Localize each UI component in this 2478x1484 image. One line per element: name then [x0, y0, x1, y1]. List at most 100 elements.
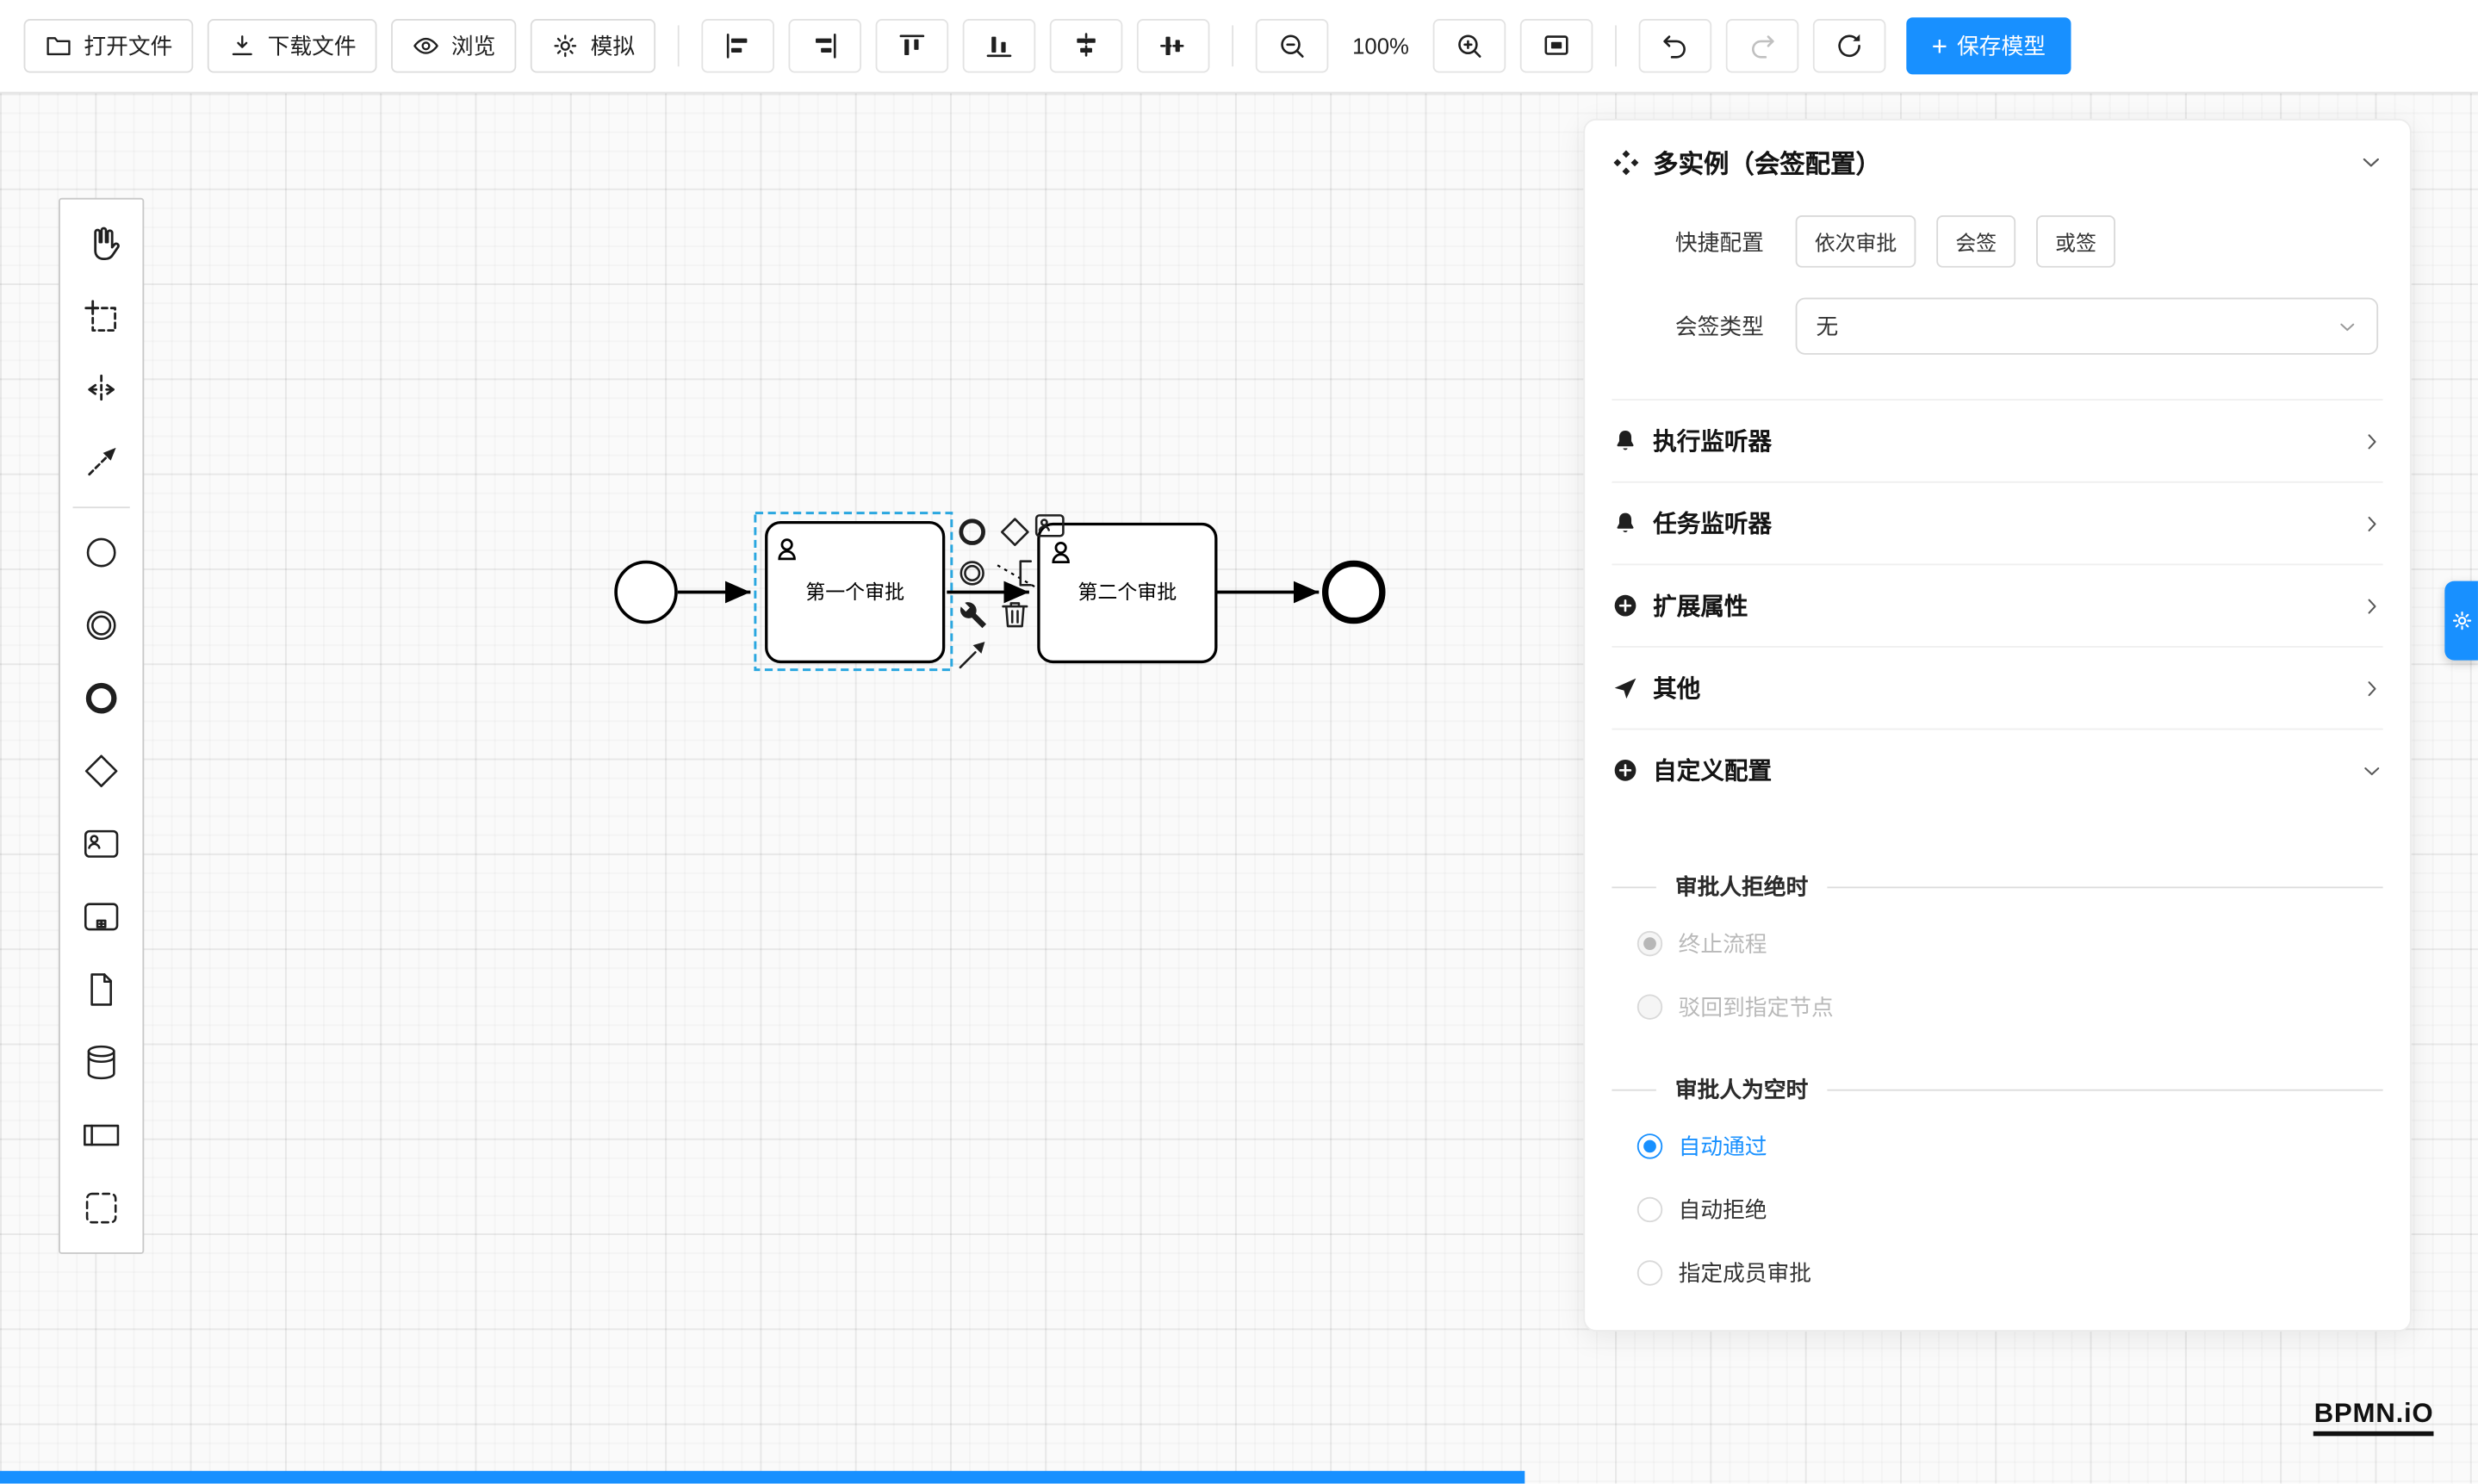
canvas[interactable]: 第一个审批 第二个审批 [0, 93, 2478, 1484]
radio-label: 指定成员审批 [1678, 1260, 1812, 1286]
open-file-label: 打开文件 [84, 33, 173, 59]
simulate-button[interactable]: 模拟 [530, 19, 656, 73]
radio-icon [1636, 930, 1663, 957]
section-custom-config[interactable]: 自定义配置 [1612, 728, 2383, 811]
section-label: 扩展属性 [1653, 593, 1748, 621]
quick-option-countersign[interactable]: 会签 [1936, 215, 2016, 268]
download-file-button[interactable]: 下载文件 [207, 19, 377, 73]
redo-button[interactable] [1725, 19, 1799, 73]
radio-auto-reject[interactable]: 自动拒绝 [1612, 1194, 2382, 1226]
append-intermediate-event-button[interactable] [954, 556, 989, 590]
preview-label: 浏览 [450, 33, 496, 59]
append-end-event-button[interactable] [954, 514, 989, 549]
participant-icon [84, 1124, 120, 1146]
properties-panel: 多实例（会签配置） 快捷配置 依次审批 会签 或签 会签类型 无 [1583, 118, 2412, 1332]
sign-type-select[interactable]: 无 [1795, 297, 2379, 355]
hand-tool-icon [94, 227, 120, 261]
bpmn-io-logo[interactable]: BPMN.iO [2313, 1398, 2434, 1437]
user-task-first[interactable]: 第一个审批 [765, 520, 946, 664]
toolbar: 打开文件 下载文件 浏览 模拟 [0, 0, 2478, 94]
user-task-icon [84, 829, 119, 858]
end-event-shape[interactable] [1321, 560, 1386, 624]
create-participant[interactable] [65, 1099, 138, 1172]
radio-auto-pass[interactable]: 自动通过 [1612, 1131, 2382, 1163]
chevron-down-icon [2340, 322, 2355, 331]
section-task-listeners[interactable]: 任务监听器 [1612, 481, 2383, 564]
quick-option-orsign[interactable]: 或签 [2036, 215, 2116, 268]
align-bottom-button[interactable] [962, 19, 1036, 73]
section-execution-listeners[interactable]: 执行监听器 [1612, 399, 2383, 481]
space-tool-icon [88, 374, 115, 405]
create-data-object[interactable] [65, 953, 138, 1027]
divider-reject-title: 审批人拒绝时 [1612, 871, 2383, 903]
create-end-event[interactable] [65, 661, 138, 735]
save-model-button[interactable]: + 保存模型 [1906, 17, 2071, 75]
panel-header[interactable]: 多实例（会签配置） [1612, 121, 2382, 203]
intermediate-event-icon [86, 611, 116, 641]
align-left-button[interactable] [701, 19, 774, 73]
plus-circle-icon [1614, 594, 1636, 617]
global-connect-tool[interactable] [65, 426, 138, 500]
create-user-task[interactable] [65, 808, 138, 881]
align-right-button[interactable] [788, 19, 862, 73]
wrench-button[interactable] [954, 597, 989, 631]
bottom-accent-bar [0, 1470, 1525, 1484]
toolbar-separator [677, 25, 680, 67]
user-task-second[interactable]: 第二个审批 [1037, 522, 1218, 664]
toolbar-separator [1232, 25, 1234, 67]
zoom-out-button[interactable] [1255, 19, 1329, 73]
sign-type-row: 会签类型 无 [1612, 297, 2382, 355]
start-event-shape[interactable] [614, 560, 678, 624]
delete-button[interactable] [997, 597, 1032, 631]
restart-icon [1838, 34, 1860, 58]
align-center-vertical-button[interactable] [1136, 19, 1210, 73]
align-center-horizontal-button[interactable] [1049, 19, 1123, 73]
radio-label: 自动通过 [1678, 1133, 1767, 1159]
panel-toggle-tab[interactable] [2444, 581, 2478, 661]
create-intermediate-event[interactable] [65, 589, 138, 662]
fit-viewport-button[interactable] [1519, 19, 1593, 73]
create-gateway[interactable] [65, 735, 138, 808]
radio-terminate-process[interactable]: 终止流程 [1612, 928, 2382, 959]
multi-instance-icon [1613, 150, 1639, 176]
preview-button[interactable]: 浏览 [391, 19, 517, 73]
palette-separator [72, 506, 130, 509]
align-bottom-icon [986, 36, 1012, 58]
create-subprocess[interactable] [65, 880, 138, 953]
append-gateway-button[interactable] [997, 514, 1032, 549]
section-label: 自定义配置 [1653, 758, 1773, 785]
zoom-in-icon [1458, 34, 1481, 58]
section-other[interactable]: 其他 [1612, 646, 2383, 729]
align-top-button[interactable] [875, 19, 949, 73]
text-annotation-button[interactable] [1009, 556, 1043, 590]
connect-button[interactable] [954, 638, 989, 673]
chevron-down-icon [2364, 767, 2380, 775]
hand-tool[interactable] [65, 208, 138, 281]
group-icon [85, 1192, 117, 1224]
restart-button[interactable] [1812, 19, 1886, 73]
radio-assign-member[interactable]: 指定成员审批 [1612, 1257, 2382, 1289]
append-end-event-icon [959, 518, 985, 545]
redo-icon [1752, 35, 1774, 59]
append-intermediate-event-icon [960, 561, 984, 586]
space-tool[interactable] [65, 353, 138, 426]
text-annotation-icon [1019, 560, 1033, 587]
undo-button[interactable] [1638, 19, 1712, 73]
create-group[interactable] [65, 1171, 138, 1245]
divider-empty-title: 审批人为空时 [1612, 1073, 2383, 1105]
append-user-task-button[interactable] [1033, 508, 1067, 543]
lasso-tool[interactable] [65, 280, 138, 353]
zoom-in-button[interactable] [1432, 19, 1506, 73]
radio-return-to-node[interactable]: 驳回到指定节点 [1612, 991, 2382, 1023]
create-start-event[interactable] [65, 516, 138, 589]
create-data-store[interactable] [65, 1026, 138, 1099]
selection-outline [754, 512, 953, 672]
chevron-right-icon [2368, 433, 2376, 449]
eye-icon [413, 37, 438, 54]
quick-option-sequential[interactable]: 依次审批 [1795, 215, 1916, 268]
open-file-button[interactable]: 打开文件 [23, 19, 194, 73]
divider-line [1827, 1088, 2383, 1090]
send-icon [1614, 678, 1636, 699]
section-extended-properties[interactable]: 扩展属性 [1612, 563, 2383, 646]
